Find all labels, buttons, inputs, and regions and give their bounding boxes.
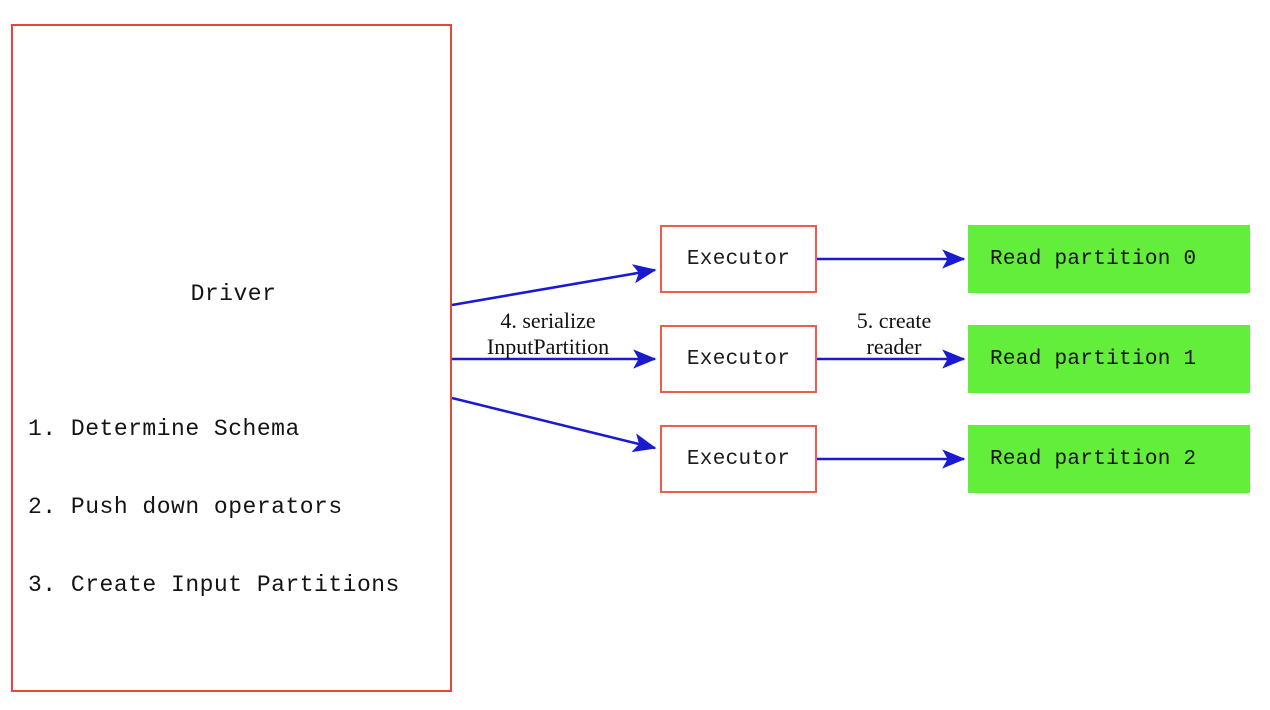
executor-label-2: Executor (686, 447, 791, 471)
edge-label-create-reader-line2: reader (866, 334, 922, 359)
arrow-driver-to-executor-0 (451, 264, 657, 307)
partition-label-2: Read partition 2 (990, 447, 1197, 471)
driver-step-1: 1. Determine Schema (28, 416, 300, 442)
partition-label-1: Read partition 1 (990, 347, 1197, 371)
driver-step-2: 2. Push down operators (28, 494, 343, 520)
executor-label-0: Executor (686, 247, 791, 271)
partition-label-0: Read partition 0 (990, 247, 1197, 271)
executor-box-1: Executor (660, 325, 817, 393)
edge-label-create-reader: 5. create reader (826, 308, 962, 360)
edge-label-serialize-line1: 4. serialize (500, 308, 596, 333)
edge-label-serialize-line2: InputPartition (486, 334, 610, 359)
executor-box-0: Executor (660, 225, 817, 293)
arrow-driver-to-executor-2 (451, 396, 657, 453)
driver-step-3: 3. Create Input Partitions (28, 572, 400, 598)
driver-title: Driver (190, 281, 277, 307)
driver-box: Driver 1. Determine Schema 2. Push down … (11, 24, 452, 692)
partition-box-1: Read partition 1 (968, 325, 1250, 393)
executor-label-1: Executor (686, 347, 791, 371)
executor-box-2: Executor (660, 425, 817, 493)
driver-steps-list: 1. Determine Schema 2. Push down operato… (28, 364, 400, 650)
edge-label-create-reader-line1: 5. create (856, 308, 932, 333)
partition-box-2: Read partition 2 (968, 425, 1250, 493)
partition-box-0: Read partition 0 (968, 225, 1250, 293)
edge-label-serialize: 4. serialize InputPartition (452, 308, 644, 360)
